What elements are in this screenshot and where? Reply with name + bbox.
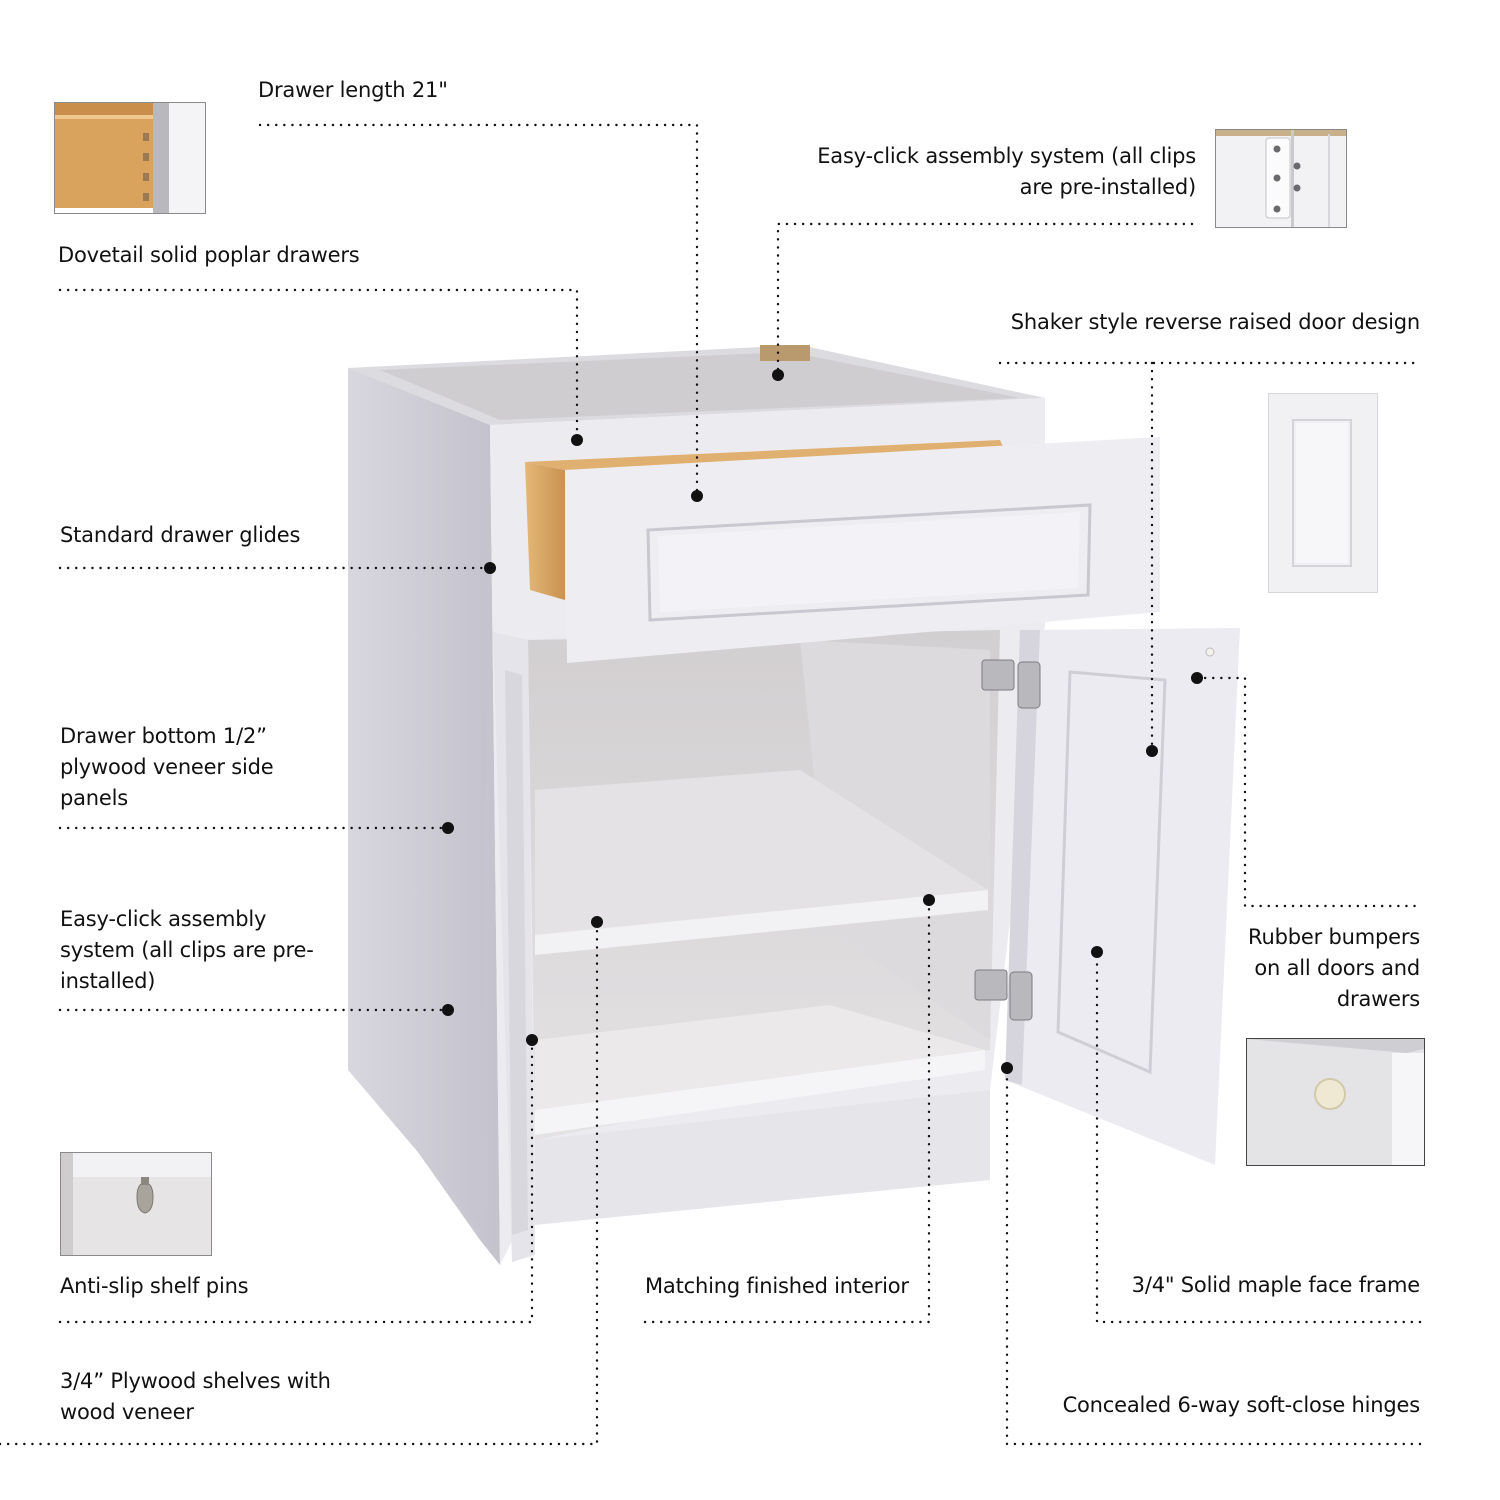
assembly-clip-photo [1215,129,1347,228]
shelf-pin-photo [60,1152,212,1256]
callout-easy-click-top: Easy-click assembly system (all clips ar… [817,141,1196,203]
rubber-bumper-photo [1246,1038,1425,1166]
callout-matching-interior: Matching finished interior [645,1274,909,1298]
callout-easy-click-top-line2: are pre-installed) [1019,175,1197,199]
callout-rubber-bumpers: Rubber bumpers on all doors and drawers [1248,922,1420,1015]
callout-rubber-line2: on all doors and [1254,956,1420,980]
callout-shelf-pins: Anti-slip shelf pins [60,1274,249,1298]
hinge-lower [974,969,1033,1021]
callout-plywood-shelves: 3/4” Plywood shelves with wood veneer [60,1366,331,1428]
shaker-door-photo [1268,393,1378,593]
anchor-dots [442,369,1203,1074]
dovetail-drawer-photo [54,102,206,214]
callout-easy-click-left-line3: installed) [60,969,156,993]
callout-shaker: Shaker style reverse raised door design [1010,310,1420,334]
callout-rubber-line3: drawers [1336,987,1420,1011]
callout-drawer-bottom-line2: plywood veneer side [60,755,274,779]
hinge-upper [981,659,1041,709]
shelf [535,770,988,935]
callout-drawer-bottom-line3: panels [60,786,129,810]
callout-drawer-glides: Standard drawer glides [60,523,301,547]
callout-face-frame: 3/4" Solid maple face frame [1131,1273,1421,1297]
callout-plywood-line2: wood veneer [60,1400,194,1424]
callout-drawer-bottom: Drawer bottom 1/2” plywood veneer side p… [60,721,274,814]
callout-drawer-length: Drawer length 21" [258,78,448,102]
drawer-box [525,462,565,600]
callout-easy-click-top-line1: Easy-click assembly system (all clips [817,144,1196,168]
callout-dovetail: Dovetail solid poplar drawers [58,243,360,267]
callout-drawer-bottom-line1: Drawer bottom 1/2” [60,724,267,748]
callout-easy-click-left-line2: system (all clips are pre- [60,938,314,962]
callout-easy-click-left-line1: Easy-click assembly [60,907,267,931]
right-door [1005,628,1240,1165]
callout-easy-click-left: Easy-click assembly system (all clips ar… [60,904,314,997]
callout-plywood-line1: 3/4” Plywood shelves with [60,1369,331,1393]
callout-hinges: Concealed 6-way soft-close hinges [1062,1393,1421,1417]
callout-rubber-line1: Rubber bumpers [1248,925,1420,949]
